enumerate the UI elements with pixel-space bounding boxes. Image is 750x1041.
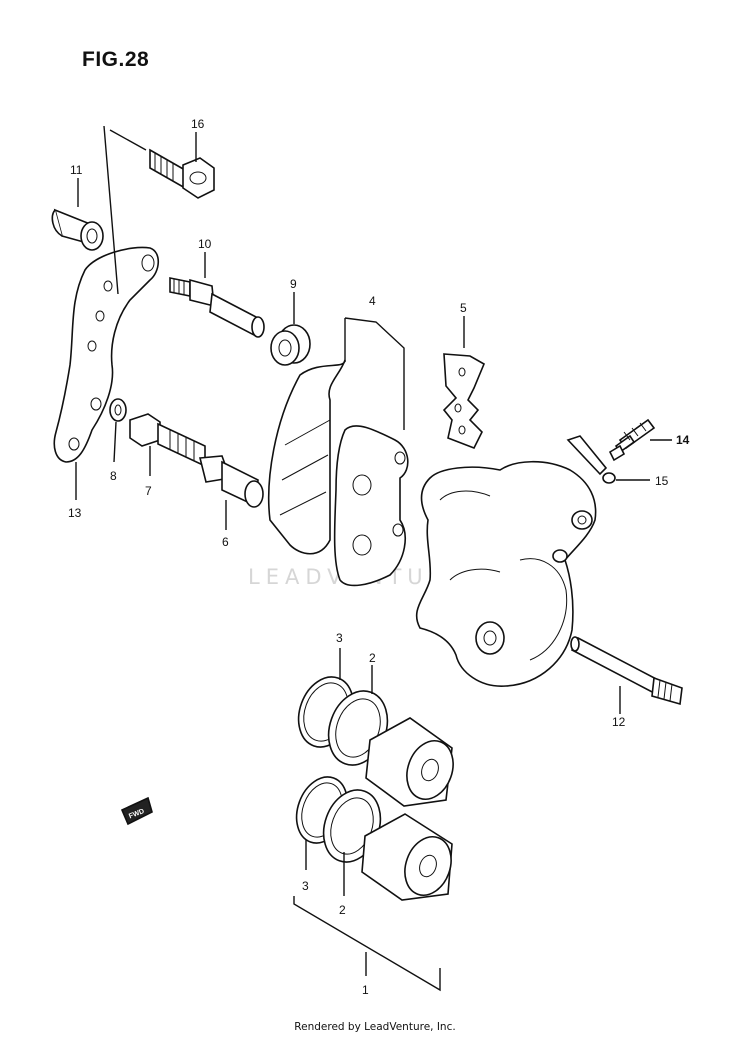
callout-4: 4: [369, 294, 376, 308]
figure-title: FIG.28: [82, 48, 150, 71]
callout-6: 6: [222, 535, 229, 549]
part-12-pin[interactable]: [570, 636, 683, 706]
callout-2-lower: 2: [339, 903, 346, 917]
part-7-bolt[interactable]: [129, 413, 206, 468]
callout-3-upper: 3: [336, 631, 343, 645]
part-11-collar[interactable]: [51, 208, 104, 251]
part-14-bleeder-valve[interactable]: [608, 418, 656, 462]
piston-upper[interactable]: [365, 717, 461, 807]
callout-7: 7: [145, 484, 152, 498]
part-13-bracket[interactable]: [53, 246, 160, 463]
callout-15: 15: [655, 474, 669, 488]
part-4-brake-pads[interactable]: [267, 359, 409, 587]
callout-5: 5: [460, 301, 467, 315]
leader-lines: [75, 125, 672, 992]
callout-8: 8: [110, 469, 117, 483]
callout-14: 14: [676, 433, 690, 447]
callout-3-lower: 3: [302, 879, 309, 893]
callout-11: 11: [70, 163, 83, 177]
callout-2-upper: 2: [369, 651, 376, 665]
callout-12: 12: [612, 715, 626, 729]
caliper-body[interactable]: [415, 460, 597, 687]
callout-13: 13: [68, 506, 82, 520]
part-8-washer[interactable]: [109, 398, 127, 422]
callout-10: 10: [198, 237, 212, 251]
fwd-arrow-icon: FWD: [120, 796, 153, 826]
part-10-slide-pin[interactable]: [169, 277, 265, 338]
callouts: 16 11 10 9 4 5 14 15 8 7 13 6 12 3 2 3 2…: [68, 117, 690, 997]
callout-16: 16: [191, 117, 205, 131]
footer-credit: Rendered by LeadVenture, Inc.: [294, 1021, 456, 1033]
callout-1: 1: [362, 983, 369, 997]
part-16-bolt[interactable]: [149, 148, 215, 199]
part-15-bleeder-cap[interactable]: [566, 435, 616, 484]
callout-9: 9: [290, 277, 297, 291]
part-6-slide-pin[interactable]: [198, 455, 264, 508]
part-5-pad-spring[interactable]: [442, 353, 486, 450]
piston-lower[interactable]: [361, 813, 459, 902]
part-9-bushing[interactable]: [270, 324, 311, 366]
